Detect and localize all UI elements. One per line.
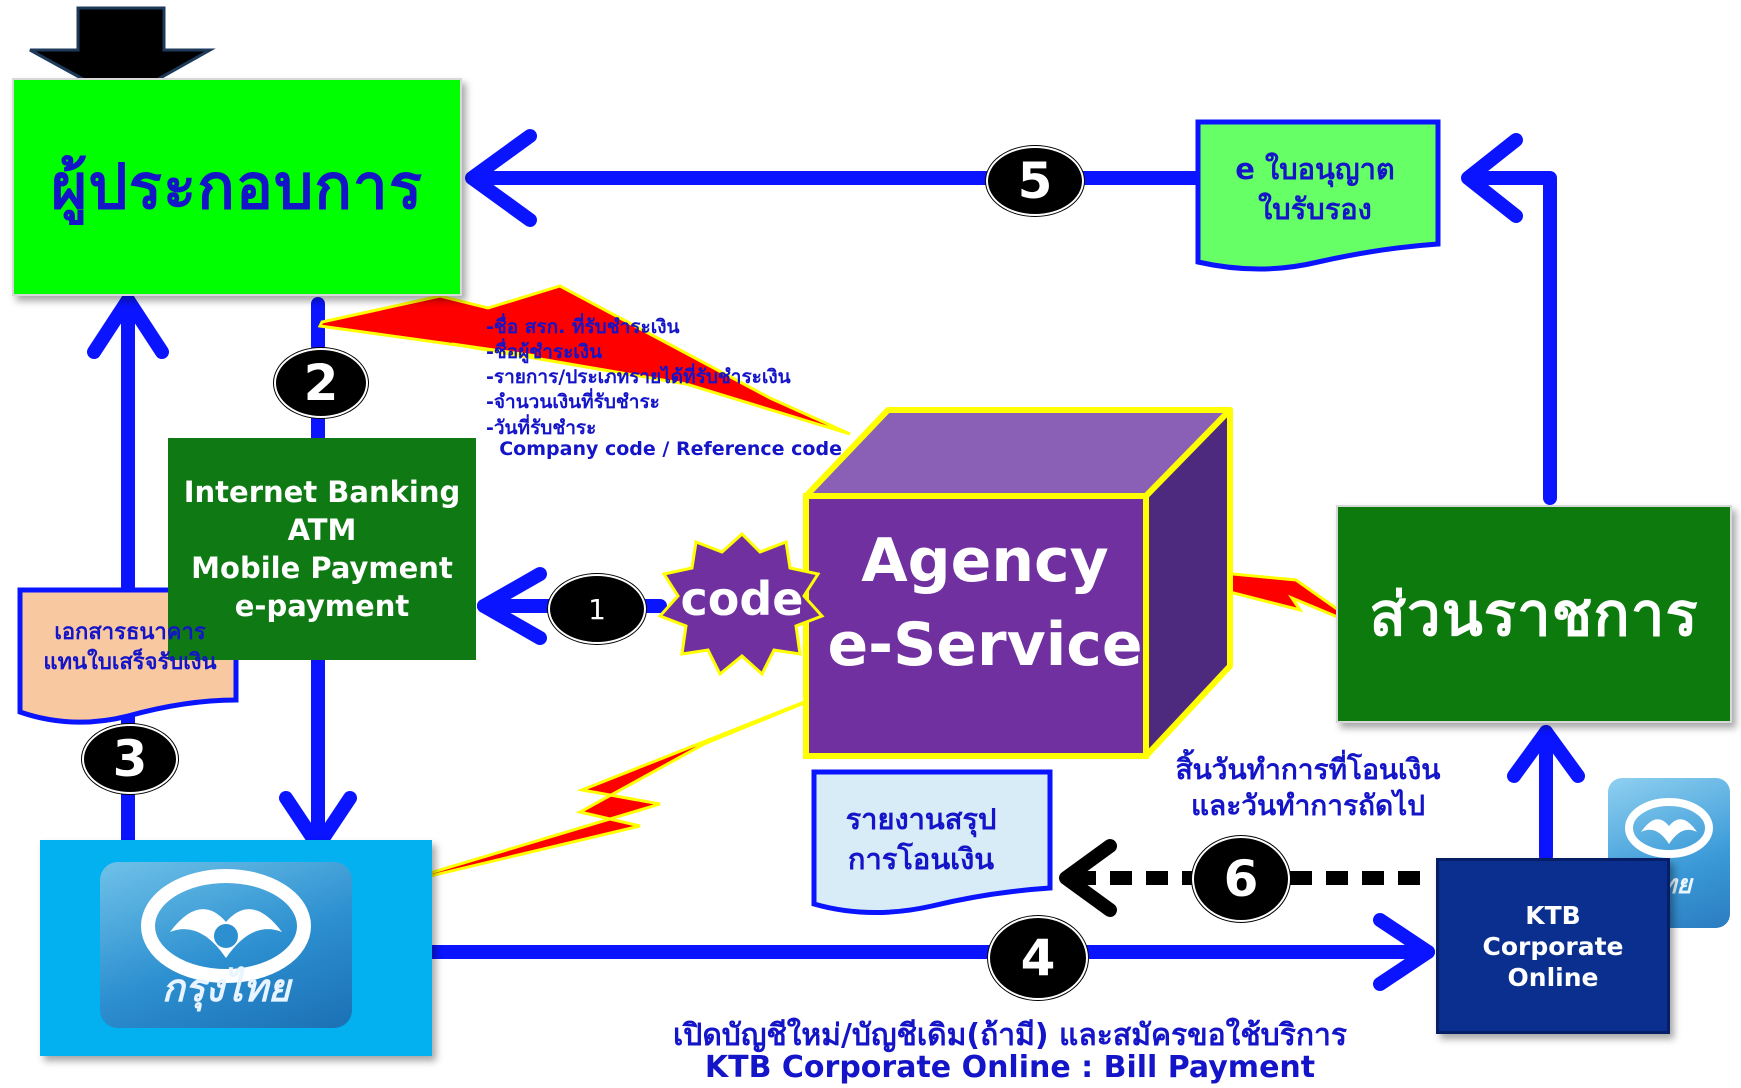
government-label: ส่วนราชการ: [1369, 579, 1699, 650]
report-line-1: รายงานสรุป: [845, 802, 997, 836]
agency-cube: [803, 407, 1233, 759]
info-agency-name: -ชื่อ สรก. ที่รับชำระเงิน: [486, 316, 680, 338]
agency-title-line-2: e-Service: [827, 610, 1143, 680]
arrow-4: [425, 913, 1435, 991]
cube-front: [803, 493, 1149, 759]
transfer-note-line-2: และวันทำการถัดไป: [1191, 789, 1425, 822]
channel-internet-banking: Internet Banking: [183, 475, 461, 509]
channel-e-payment: e-payment: [234, 589, 410, 623]
arrow-ktb-to-gov: [1507, 725, 1585, 863]
arrow-5: [465, 129, 1205, 227]
channel-atm: ATM: [287, 513, 357, 547]
step-4-marker: 4: [988, 916, 1088, 1000]
step-1-marker: 1: [548, 574, 646, 644]
bank-document-line-1: เอกสารธนาคาร: [54, 620, 206, 645]
channel-mobile-payment: Mobile Payment: [191, 551, 453, 585]
garuda-icon: [141, 869, 311, 983]
info-codes: Company code / Reference code: [486, 438, 842, 460]
lightning-bank: [379, 678, 861, 890]
government-box: ส่วนราชการ: [1336, 505, 1732, 723]
ktb-corporate-line-1: KTB: [1525, 900, 1581, 930]
info-payment-date: -วันที่รับชำระ: [486, 417, 597, 439]
arrow-6: [1059, 839, 1420, 917]
arrow-gov-to-license: [1461, 133, 1557, 505]
transfer-note-line-1: สิ้นวันทำการที่โอนเงิน: [1175, 753, 1441, 786]
code-badge: [657, 531, 825, 677]
code-label: code: [680, 572, 804, 626]
ktb-corporate-box: KTB Corporate Online: [1436, 858, 1670, 1034]
info-payer-name: -ชื่อผู้ชำระเงิน: [486, 341, 603, 363]
operator-box: ผู้ประกอบการ: [12, 78, 462, 296]
entry-arrow: [29, 6, 216, 102]
ktb-corporate-line-2: Corporate: [1482, 931, 1624, 961]
bank-document-line-2: แทนใบเสร็จรับเงิน: [43, 650, 217, 675]
info-amount: -จำนวนเงินที่รับชำระ: [486, 391, 660, 413]
operator-label: ผู้ประกอบการ: [50, 150, 424, 223]
ktb-logo-text: กรุงไทย: [161, 966, 291, 1010]
garuda-small-icon: [1625, 798, 1713, 858]
payment-channels-box: Internet Banking ATM Mobile Payment e-pa…: [168, 438, 476, 660]
step-2-marker: 2: [274, 348, 368, 418]
step-3-marker: 3: [82, 724, 178, 794]
ktb-corporate-line-3: Online: [1507, 962, 1599, 992]
report-document: [811, 769, 1053, 916]
license-document: [1195, 119, 1441, 272]
agency-title-line-1: Agency: [861, 526, 1109, 596]
license-line-1: e ใบอนุญาต: [1235, 152, 1395, 186]
step-5-marker: 5: [986, 146, 1084, 216]
report-line-2: การโอนเงิน: [847, 842, 995, 876]
bottom-note-line-1: เปิดบัญชีใหม่/บัญชีเดิม(ถ้ามี) และสมัครข…: [673, 1018, 1347, 1053]
info-revenue-type: -รายการ/ประเภทรายได้ที่รับชำระเงิน: [486, 366, 791, 388]
step-6-marker: 6: [1192, 836, 1290, 922]
ktb-logo: กรุงไทย: [100, 862, 352, 1028]
license-line-2: ใบรับรอง: [1258, 192, 1372, 226]
lightning-info: [317, 284, 851, 436]
bottom-note-line-2: KTB Corporate Online : Bill Payment: [704, 1050, 1316, 1085]
